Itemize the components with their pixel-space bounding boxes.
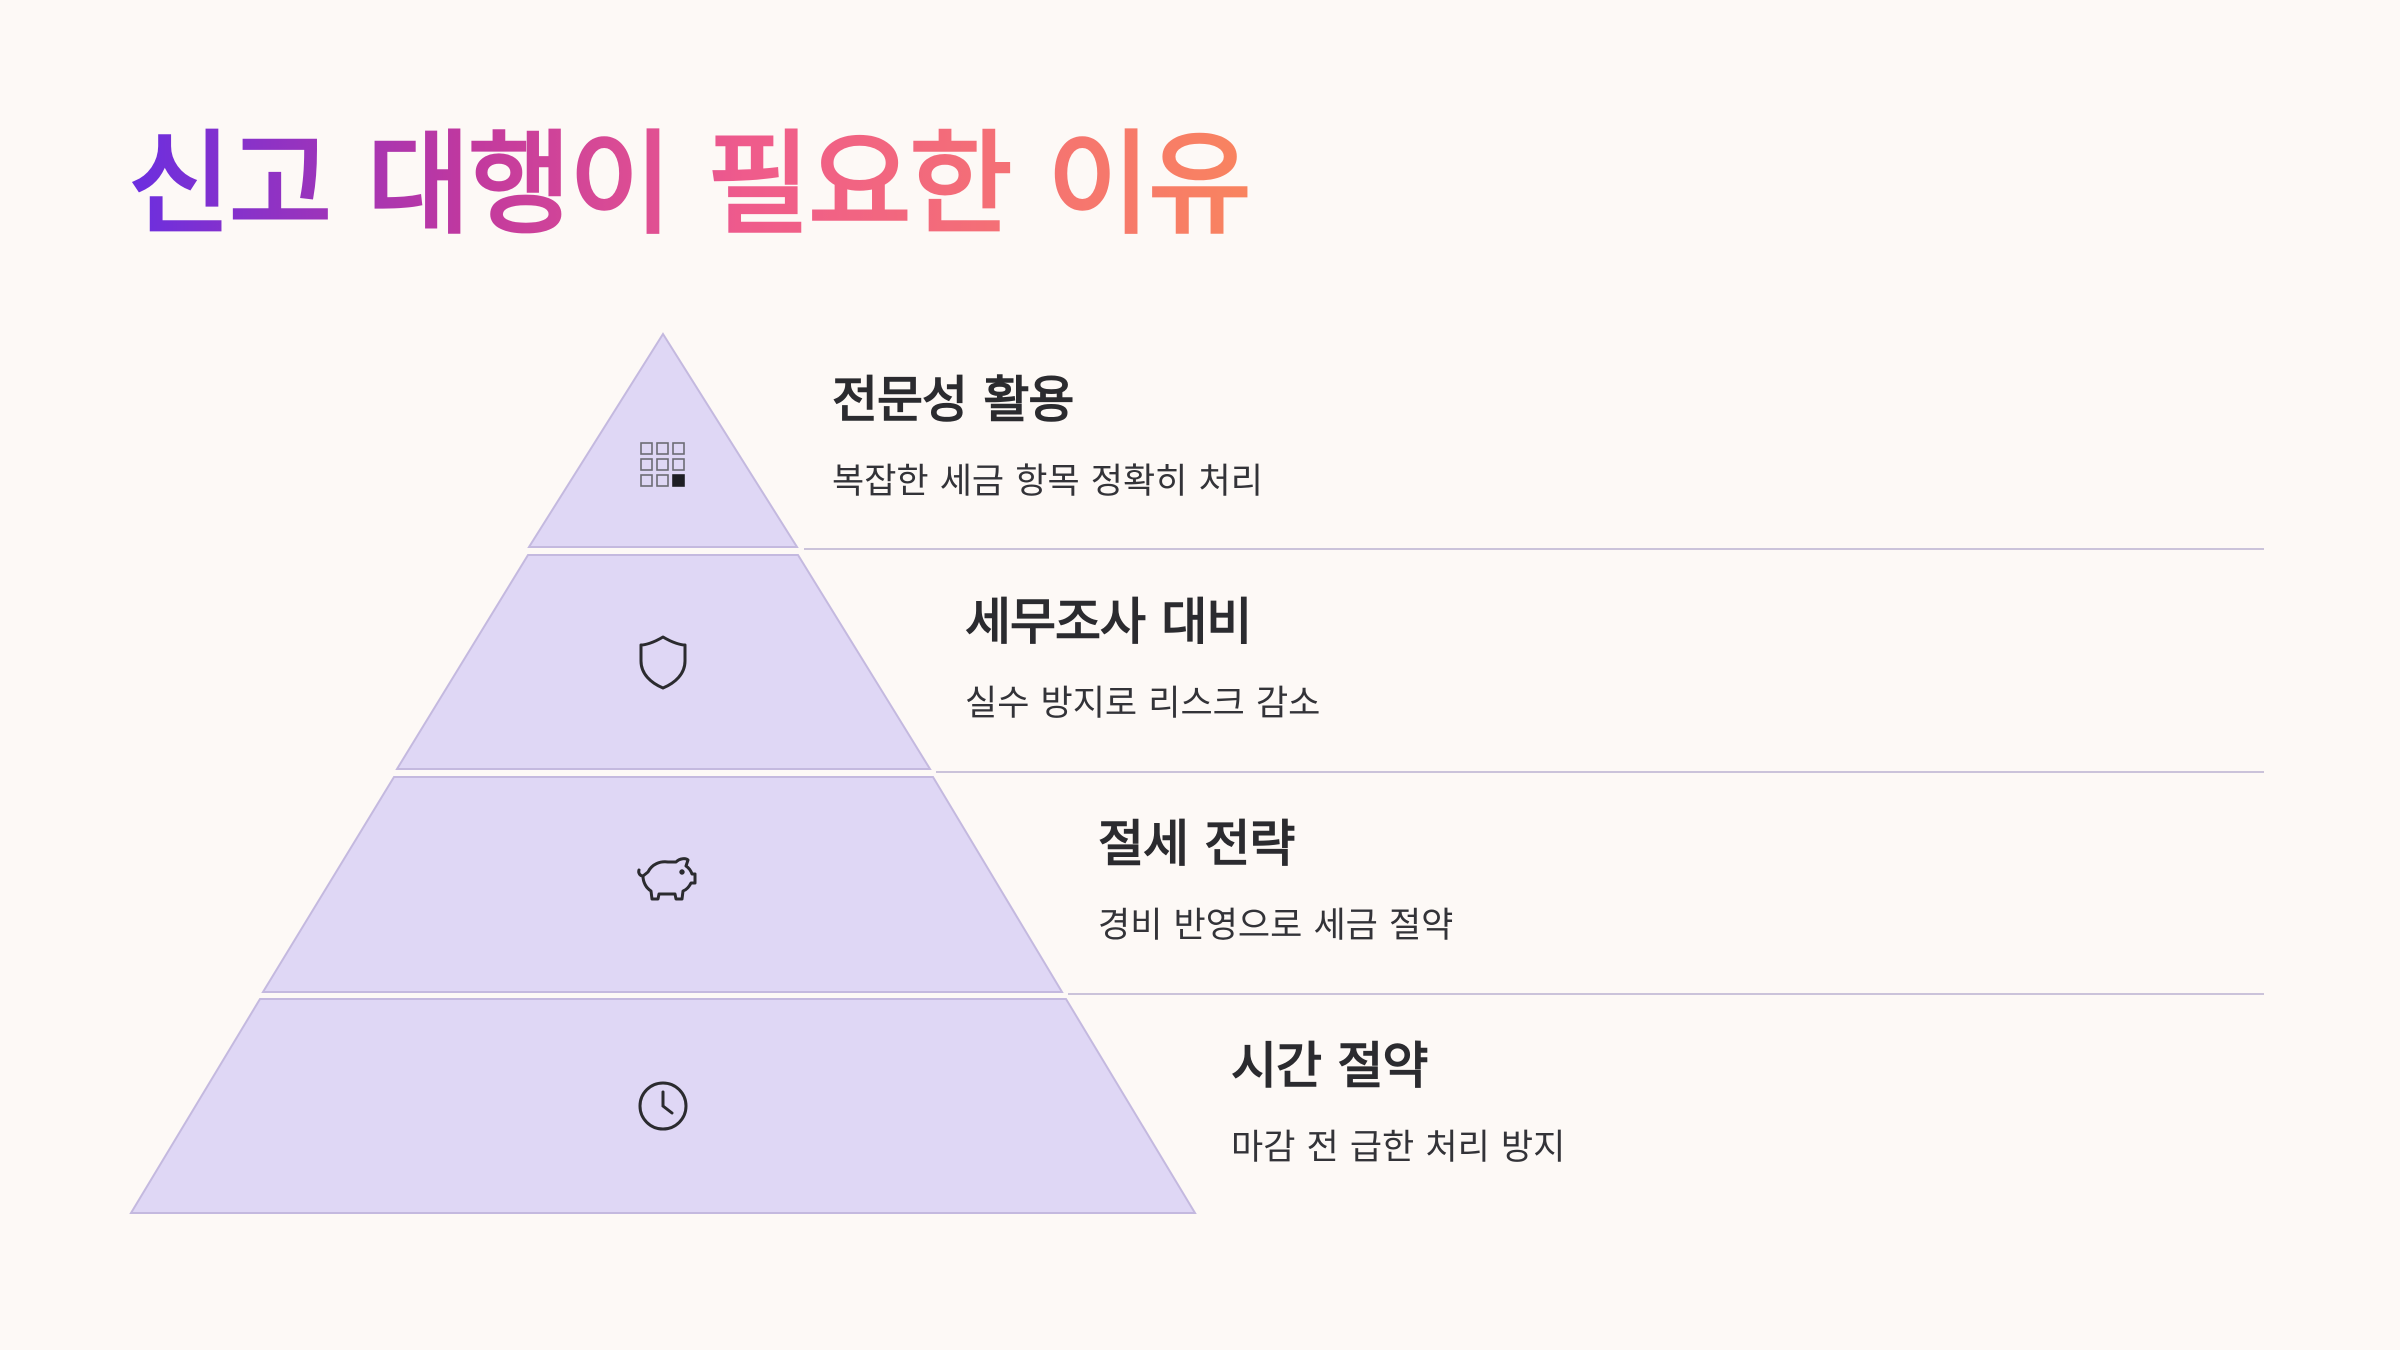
clock-icon (638, 1081, 688, 1131)
pyramid-level-1 (527, 332, 799, 548)
level-4-heading: 시간 절약 (1231, 1037, 1428, 1095)
page-title: 신고 대행이 필요한 이유 (128, 118, 1251, 252)
pyramid-level-2 (395, 554, 932, 770)
level-1-description: 복잡한 세금 항목 정확히 처리 (832, 462, 1263, 502)
piggy-bank-icon (637, 857, 697, 901)
pyramid-level-3 (261, 776, 1064, 993)
level-1-heading: 전문성 활용 (832, 371, 1074, 429)
shield-icon (639, 635, 687, 690)
level-2-heading: 세무조사 대비 (965, 593, 1252, 651)
level-2-description: 실수 방지로 리스크 감소 (965, 684, 1321, 724)
level-3-description: 경비 반영으로 세금 절약 (1098, 906, 1454, 946)
calculator-icon (640, 442, 685, 487)
level-3-heading: 절세 전략 (1098, 815, 1295, 873)
level-4-description: 마감 전 급한 처리 방지 (1231, 1128, 1566, 1168)
